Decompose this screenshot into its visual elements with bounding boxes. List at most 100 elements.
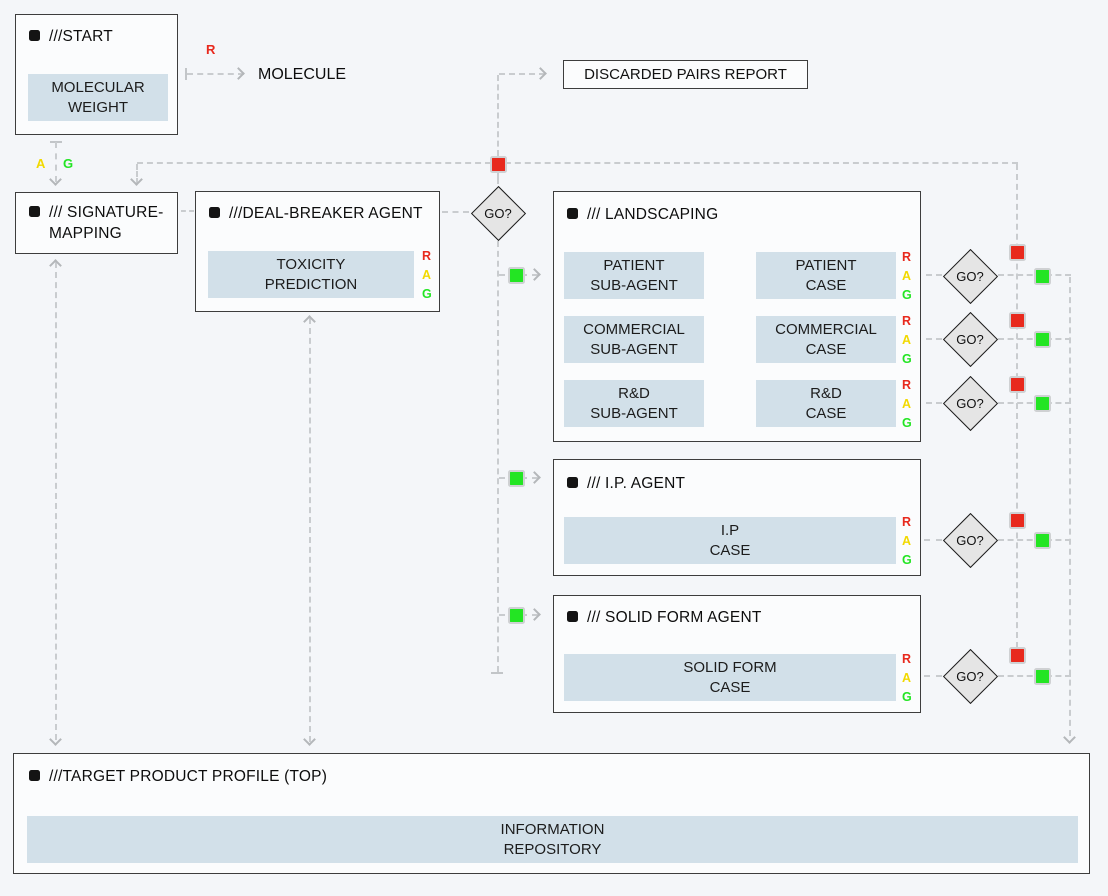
green-status-square: [508, 470, 525, 487]
arrow-down-icon: [48, 732, 64, 748]
toxicity-prediction-module: TOXICITY PREDICTION: [208, 251, 414, 298]
arrow-down-icon: [48, 172, 64, 188]
rag-indicator: R A G: [902, 312, 912, 369]
connector-go-spine: [497, 241, 499, 672]
green-status-square: [508, 267, 525, 284]
rag-letter-a: A: [902, 671, 912, 685]
rag-letter-g: G: [902, 352, 912, 366]
go-label: GO?: [956, 331, 984, 347]
connector-case-go: [924, 675, 942, 677]
arrow-right-icon: [527, 607, 543, 623]
connector-case-go: [926, 274, 942, 276]
target-product-profile-title: ///TARGET PRODUCT PROFILE (TOP): [49, 768, 328, 785]
connector-red-return: [137, 162, 1018, 164]
connector-to-discarded: [499, 73, 545, 75]
ip-agent-box: /// I.P. AGENT I.P CASE R A G: [553, 459, 921, 576]
header-bullet-icon: [567, 611, 578, 622]
connector-go-spine-end-tick: [491, 672, 503, 674]
green-status-square: [1034, 532, 1051, 549]
discarded-pairs-report-label: DISCARDED PAIRS REPORT: [584, 66, 787, 83]
arrow-right-icon: [533, 66, 549, 82]
header-bullet-icon: [567, 208, 578, 219]
ip-agent-title: /// I.P. AGENT: [587, 475, 686, 492]
solid-form-agent-box: /// SOLID FORM AGENT SOLID FORM CASE R A…: [553, 595, 921, 713]
green-status-square: [1034, 395, 1051, 412]
go-decision-diamond: GO?: [942, 648, 998, 704]
start-box: ///START MOLECULAR WEIGHT: [15, 14, 178, 135]
patient-sub-agent-module: PATIENT SUB-AGENT: [564, 252, 704, 299]
rag-letter-g: G: [63, 156, 74, 171]
connector-dealbreaker-target: [309, 318, 311, 742]
connector-signature-target: [55, 262, 57, 740]
ip-case-module: I.P CASE: [564, 517, 896, 564]
connector-signature-dealbreaker: [181, 210, 194, 212]
rag-indicator: R A G: [902, 650, 912, 707]
rag-letter-a: A: [902, 397, 912, 411]
arrow-down-icon: [302, 732, 318, 748]
signature-mapping-title: /// SIGNATURE- MAPPING: [49, 204, 164, 242]
header-bullet-icon: [209, 207, 220, 218]
go-label: GO?: [484, 205, 512, 221]
rag-letter-r: R: [902, 378, 912, 392]
go-decision-diamond: GO?: [470, 185, 526, 241]
connector-case-go: [926, 402, 942, 404]
rag-letter-r: R: [206, 42, 216, 57]
arrow-down-icon: [1062, 730, 1078, 746]
rag-indicator: R A G: [422, 247, 432, 304]
red-status-square: [1009, 244, 1026, 261]
arrow-right-icon: [527, 267, 543, 283]
header-bullet-icon: [29, 206, 40, 217]
go-label: GO?: [956, 668, 984, 684]
molecular-weight-module: MOLECULAR WEIGHT: [28, 74, 168, 121]
go-label: GO?: [956, 532, 984, 548]
header-bullet-icon: [567, 477, 578, 488]
rag-letter-g: G: [902, 690, 912, 704]
target-product-profile-box: ///TARGET PRODUCT PROFILE (TOP) INFORMAT…: [13, 753, 1090, 874]
rag-letter-a: A: [422, 268, 432, 282]
commercial-sub-agent-module: COMMERCIAL SUB-AGENT: [564, 316, 704, 363]
rag-letter-a: A: [902, 269, 912, 283]
arrow-up-icon: [48, 258, 64, 274]
go-decision-diamond: GO?: [942, 248, 998, 304]
commercial-case-module: COMMERCIAL CASE: [756, 316, 896, 363]
solid-form-agent-title: /// SOLID FORM AGENT: [587, 609, 762, 626]
red-status-square: [1009, 647, 1026, 664]
rag-letter-r: R: [902, 652, 912, 666]
rag-indicator: R A G: [902, 248, 912, 305]
rag-letter-g: G: [902, 416, 912, 430]
go-label: GO?: [956, 395, 984, 411]
header-bullet-icon: [29, 30, 40, 41]
rd-sub-agent-module: R&D SUB-AGENT: [564, 380, 704, 427]
red-status-square: [1009, 512, 1026, 529]
connector-case-go: [924, 539, 942, 541]
connector-start-molecule-tick: [185, 68, 187, 80]
landscaping-title: /// LANDSCAPING: [587, 206, 719, 223]
green-status-square: [508, 607, 525, 624]
red-status-square: [1009, 312, 1026, 329]
connector-start-signature: [55, 142, 57, 182]
arrow-right-icon: [231, 66, 247, 82]
go-decision-diamond: GO?: [942, 512, 998, 568]
connector-start-molecule: [187, 73, 244, 75]
rag-letter-g: G: [422, 287, 432, 301]
rag-letter-a: A: [36, 156, 46, 171]
arrow-up-icon: [302, 314, 318, 330]
go-decision-diamond: GO?: [942, 311, 998, 367]
deal-breaker-title: ///DEAL-BREAKER AGENT: [229, 205, 423, 222]
connector-redsq-go: [497, 172, 499, 184]
green-status-square: [1034, 268, 1051, 285]
patient-case-module: PATIENT CASE: [756, 252, 896, 299]
green-status-square: [1034, 331, 1051, 348]
connector-dealbreaker-go: [442, 211, 469, 213]
information-repository-module: INFORMATION REPOSITORY: [27, 816, 1078, 863]
landscaping-box: /// LANDSCAPING PATIENT SUB-AGENT PATIEN…: [553, 191, 921, 442]
rag-letter-r: R: [902, 250, 912, 264]
arrow-right-icon: [527, 470, 543, 486]
rag-letter-g: G: [902, 288, 912, 302]
signature-mapping-box: /// SIGNATURE- MAPPING: [15, 192, 178, 254]
rag-letter-r: R: [422, 249, 432, 263]
solid-form-case-module: SOLID FORM CASE: [564, 654, 896, 701]
red-status-square: [490, 156, 507, 173]
rag-indicator: R A G: [902, 513, 912, 570]
molecule-label: MOLECULE: [258, 66, 347, 83]
